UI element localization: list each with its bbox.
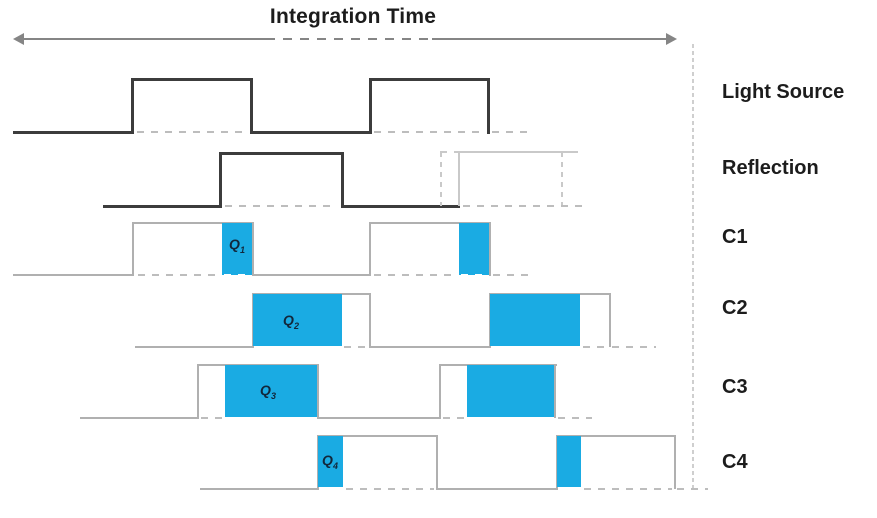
- c4-hline: [677, 488, 708, 490]
- reflection-hline: [225, 205, 337, 207]
- light-source-vline: [487, 78, 490, 134]
- c2-hline: [583, 346, 608, 348]
- reflection-vline: [440, 152, 442, 206]
- label-c2: C2: [722, 297, 748, 319]
- c1-hline: [13, 274, 133, 276]
- light-source-hline: [250, 131, 371, 134]
- c1-vline: [132, 222, 134, 276]
- c4-hline: [200, 488, 319, 490]
- reflection-hline: [103, 205, 222, 208]
- c3-charge-region: [467, 365, 555, 417]
- c2-hline: [369, 346, 491, 348]
- c3-vline: [554, 364, 556, 418]
- c2-hline: [256, 346, 340, 349]
- c3-vline: [197, 364, 199, 418]
- c3-vline: [317, 364, 319, 418]
- c2-hline: [612, 346, 656, 348]
- c4-hline: [321, 488, 340, 491]
- light-source-vline: [250, 78, 253, 134]
- light-source-vline: [131, 78, 134, 134]
- c4-q-label: Q4: [322, 452, 338, 471]
- c1-hline: [224, 274, 251, 277]
- c1-hline: [493, 274, 528, 276]
- c1-charge-region: [459, 223, 490, 275]
- reflection-hline: [463, 205, 585, 207]
- c4-hline: [559, 488, 578, 491]
- c4-charge-region: [318, 436, 343, 487]
- arrow-line-dashed-middle: [266, 38, 432, 40]
- reflection-hline: [219, 152, 344, 155]
- light-source-hline: [137, 131, 247, 133]
- reflection-vline: [341, 152, 344, 208]
- c4-hline: [346, 488, 434, 490]
- label-c4: C4: [722, 451, 748, 473]
- c2-hline: [344, 346, 368, 348]
- c1-vline: [489, 222, 491, 276]
- c3-vline: [439, 364, 441, 418]
- c1-hline: [369, 222, 491, 224]
- c2-vline: [609, 293, 611, 347]
- c3-hline: [317, 417, 441, 419]
- c3-hline: [443, 417, 464, 419]
- label-c1: C1: [722, 226, 748, 248]
- c3-hline: [228, 417, 315, 420]
- c2-q-label: Q2: [283, 312, 299, 331]
- light-source-vline: [369, 78, 372, 134]
- reflection-vline: [219, 152, 222, 208]
- c1-charge-region: [222, 223, 253, 275]
- c4-hline: [584, 488, 672, 490]
- c2-hline: [493, 346, 578, 349]
- integration-end-boundary-line: [692, 44, 694, 492]
- reflection-vline: [561, 152, 563, 206]
- c4-hline: [556, 435, 676, 437]
- arrow-left-head-icon: [13, 33, 24, 45]
- c3-charge-region: [225, 365, 318, 417]
- c4-vline: [674, 435, 676, 489]
- light-source-hline: [374, 131, 484, 133]
- label-c3: C3: [722, 376, 748, 398]
- c3-hline: [80, 417, 199, 419]
- arrow-right-head-icon: [666, 33, 677, 45]
- reflection-vline: [458, 151, 460, 206]
- c1-hline: [374, 274, 457, 276]
- c3-hline: [201, 417, 222, 419]
- c3-hline: [470, 417, 552, 420]
- c3-q-label: Q3: [260, 382, 276, 401]
- light-source-hline: [492, 131, 529, 133]
- c1-vline: [369, 222, 371, 276]
- arrow-line-solid-right: [432, 38, 668, 40]
- reflection-hline: [440, 151, 460, 153]
- c2-charge-region: [253, 294, 342, 346]
- c4-hline: [436, 488, 558, 490]
- arrow-line-solid-left: [22, 38, 266, 40]
- c3-hline: [558, 417, 592, 419]
- c1-q-label: Q1: [229, 236, 245, 255]
- c1-hline: [138, 274, 220, 276]
- c4-hline: [317, 435, 438, 437]
- c1-vline: [252, 222, 254, 276]
- c1-hline: [461, 274, 488, 277]
- label-light-source: Light Source: [722, 81, 845, 103]
- label-reflection: Reflection: [722, 157, 819, 179]
- c1-hline: [132, 222, 254, 224]
- c2-charge-region: [490, 294, 580, 346]
- light-source-hline: [13, 131, 132, 134]
- c2-hline: [135, 346, 254, 348]
- c4-charge-region: [557, 436, 581, 487]
- reflection-hline: [341, 205, 460, 208]
- c2-vline: [369, 293, 371, 347]
- light-source-hline: [369, 78, 490, 81]
- c4-vline: [436, 435, 438, 489]
- c1-hline: [252, 274, 371, 276]
- light-source-hline: [131, 78, 253, 81]
- integration-time-title: Integration Time: [269, 5, 437, 28]
- reflection-hline: [458, 151, 578, 153]
